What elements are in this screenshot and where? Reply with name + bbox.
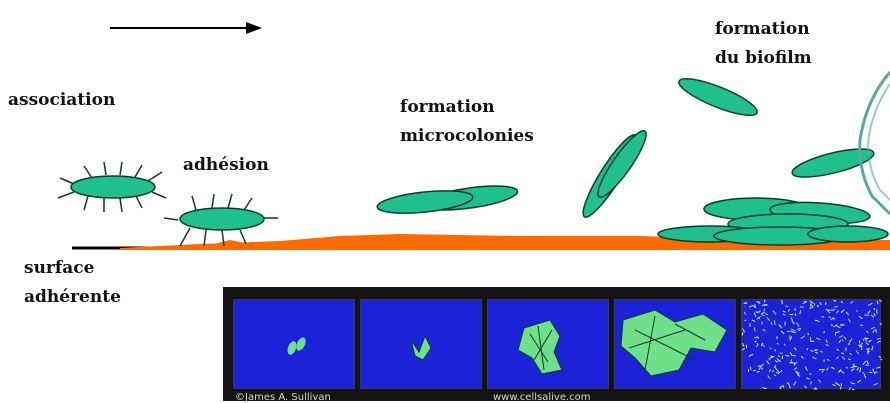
label-microcolonies-line2: microcolonies xyxy=(400,124,534,148)
micrograph-strip: ©James A. Sullivan www.cellsalive.com xyxy=(223,287,890,401)
micrograph-stage-5 xyxy=(741,299,881,389)
micrograph-credit-site: www.cellsalive.com xyxy=(493,392,591,403)
label-adhesion: adhésion xyxy=(183,153,269,177)
label-biofilm-line2: du biofilm xyxy=(715,46,812,70)
micrograph-stage-3 xyxy=(487,299,609,389)
free-bacterium xyxy=(58,162,166,212)
micrograph-stage-4 xyxy=(614,299,736,389)
micrograph-stage-1 xyxy=(233,299,355,389)
label-association: association xyxy=(8,88,115,112)
direction-arrow xyxy=(110,22,262,34)
decorative-arc xyxy=(860,72,890,214)
label-surface-line2: adhérente xyxy=(24,285,121,309)
label-microcolonies-line1: formation xyxy=(400,95,495,119)
micrograph-stage-2 xyxy=(360,299,482,389)
micrograph-credit-author: ©James A. Sullivan xyxy=(235,392,331,403)
label-surface-line1: surface xyxy=(24,256,94,280)
biofilm-cells xyxy=(658,72,888,245)
adhering-bacterium xyxy=(164,194,278,246)
label-biofilm-line1: formation xyxy=(715,17,810,41)
